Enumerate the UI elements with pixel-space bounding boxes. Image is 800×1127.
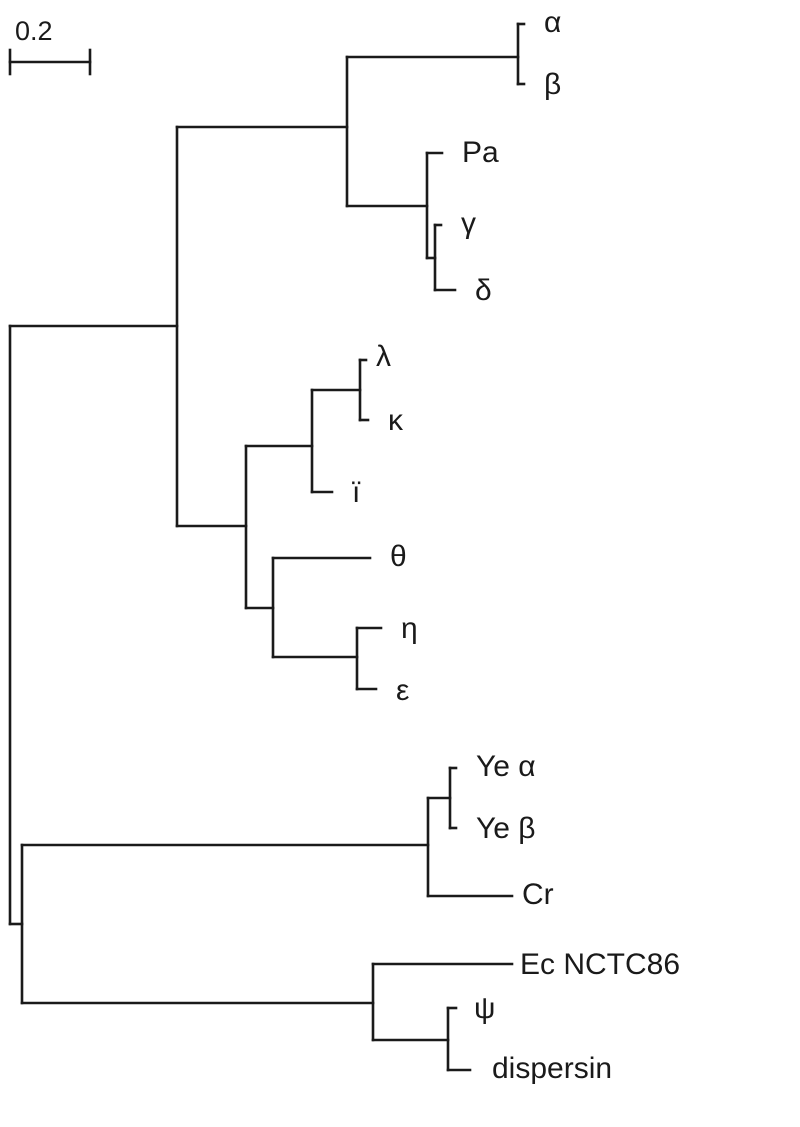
leaf-label-delta: δ [475,274,492,307]
scale-bar: 0.2 [8,16,92,76]
leaf-label-iota: ï [352,476,361,509]
scale-bar-label: 0.2 [15,16,53,46]
leaf-label-dispersin: dispersin [492,1052,612,1085]
leaf-label-eta: η [401,612,418,645]
leaf-label-theta: θ [390,540,407,573]
leaf-label-epsilon: ε [396,674,409,707]
leaf-label-ye-alpha: Ye α [476,750,536,783]
leaf-labels: α β Pa γ δ λ κ ï θ η ε Ye α Ye β Cr Ec N… [352,6,680,1085]
leaf-label-cr: Cr [522,878,554,911]
leaf-label-pa: Pa [462,136,499,169]
leaf-label-gamma: γ [461,207,476,240]
leaf-label-psi: ψ [474,992,495,1025]
leaf-label-alpha: α [544,6,561,39]
leaf-label-ec-nctc86: Ec NCTC86 [520,948,680,981]
leaf-label-lambda: λ [376,340,391,373]
leaf-label-beta: β [544,68,561,101]
leaf-label-ye-beta: Ye β [476,812,536,845]
leaf-label-kappa: κ [388,404,404,437]
tree-branches [8,22,526,1072]
